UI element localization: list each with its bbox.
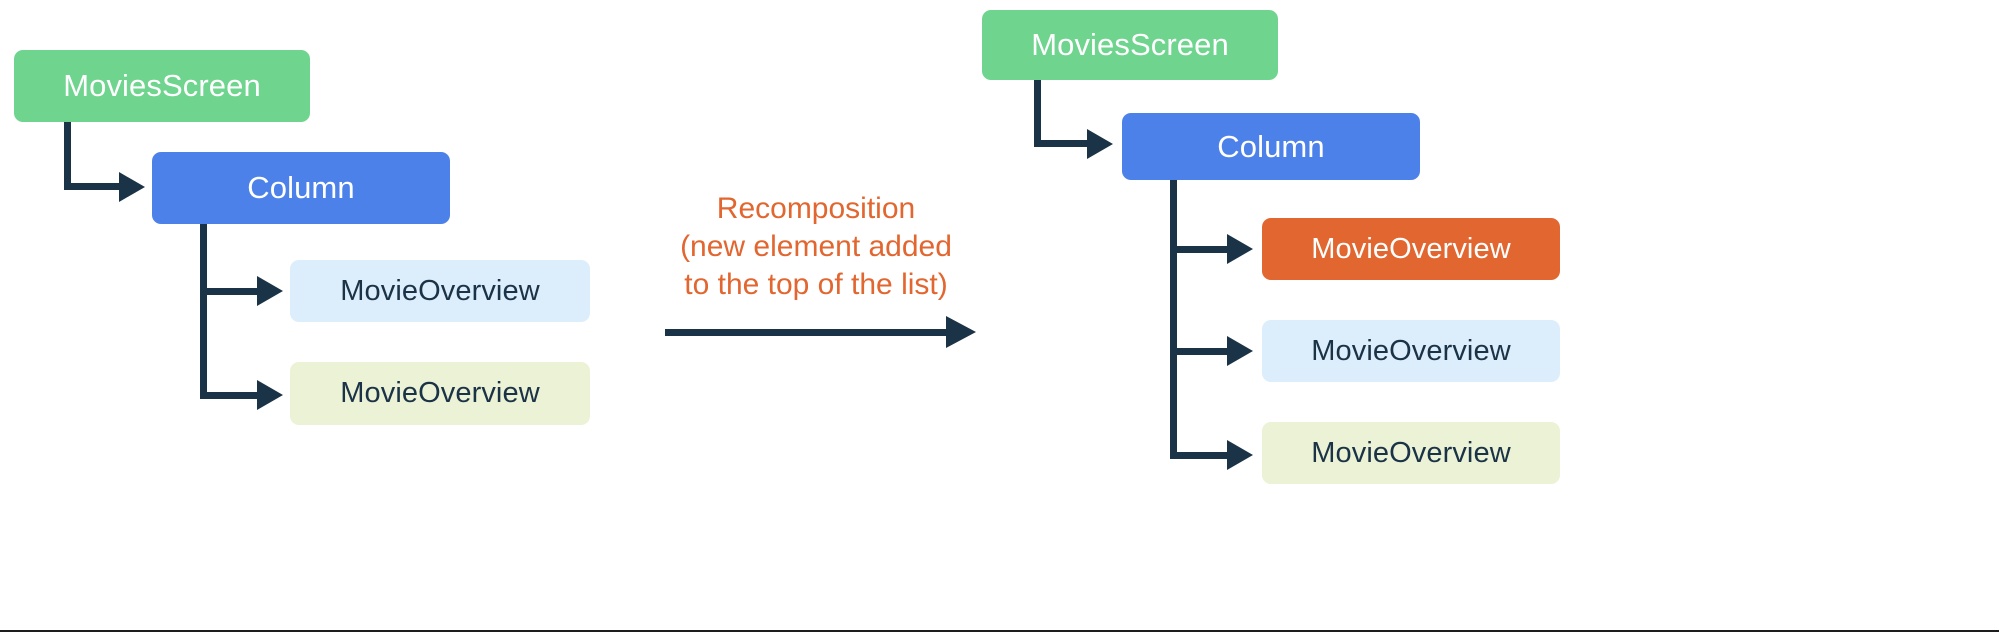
- connector-branch-1-after: [1170, 246, 1232, 253]
- connector-branch-1-before: [200, 288, 262, 295]
- node-label: MovieOverview: [1311, 436, 1511, 469]
- connector-vertical-screen-to-column-before: [64, 122, 71, 190]
- bottom-divider: [0, 630, 1999, 632]
- node-label: Column: [247, 170, 355, 205]
- arrowhead-icon-branch-3-after: [1227, 440, 1253, 470]
- node-column-before[interactable]: Column: [152, 152, 450, 224]
- node-label: Column: [1217, 128, 1325, 164]
- arrowhead-icon-branch-2-before: [257, 380, 283, 410]
- connector-branch-3-after: [1170, 452, 1232, 459]
- node-movie-overview-1-before[interactable]: MovieOverview: [290, 260, 590, 322]
- right-arrow-icon: [946, 316, 976, 348]
- connector-horizontal-screen-to-column-after: [1034, 140, 1092, 147]
- connector-branch-2-after: [1170, 348, 1232, 355]
- transition-arrow-shaft: [665, 329, 949, 336]
- node-movies-screen-before[interactable]: MoviesScreen: [14, 50, 310, 122]
- node-movie-overview-new-after[interactable]: MovieOverview: [1262, 218, 1560, 280]
- node-movie-overview-1-after[interactable]: MovieOverview: [1262, 320, 1560, 382]
- connector-horizontal-screen-to-column-before: [64, 183, 124, 190]
- connector-branch-2-before: [200, 392, 262, 399]
- connector-trunk-column-after: [1170, 180, 1177, 459]
- node-column-after[interactable]: Column: [1122, 113, 1420, 180]
- arrowhead-icon-branch-1-before: [257, 276, 283, 306]
- arrowhead-icon-screen-to-column-after: [1087, 129, 1113, 159]
- node-label: MoviesScreen: [63, 68, 261, 103]
- node-label: MovieOverview: [340, 377, 540, 409]
- node-movies-screen-after[interactable]: MoviesScreen: [982, 10, 1278, 80]
- node-label: MovieOverview: [1311, 232, 1511, 265]
- arrowhead-icon-branch-2-after: [1227, 336, 1253, 366]
- node-label: MovieOverview: [340, 274, 540, 307]
- recomposition-line-2: (new element added: [680, 230, 952, 264]
- recomposition-line-3: to the top of the list): [684, 268, 948, 302]
- connector-trunk-column-before: [200, 224, 207, 399]
- arrowhead-icon-screen-to-column-before: [119, 172, 145, 202]
- recomposition-caption: Recomposition (new element added to the …: [660, 190, 972, 304]
- node-label: MoviesScreen: [1031, 27, 1229, 62]
- arrowhead-icon-branch-1-after: [1227, 234, 1253, 264]
- connector-vertical-screen-to-column-after: [1034, 80, 1041, 147]
- node-movie-overview-2-before[interactable]: MovieOverview: [290, 362, 590, 425]
- node-label: MovieOverview: [1311, 334, 1511, 367]
- node-movie-overview-2-after[interactable]: MovieOverview: [1262, 422, 1560, 484]
- recomposition-line-1: Recomposition: [716, 192, 916, 225]
